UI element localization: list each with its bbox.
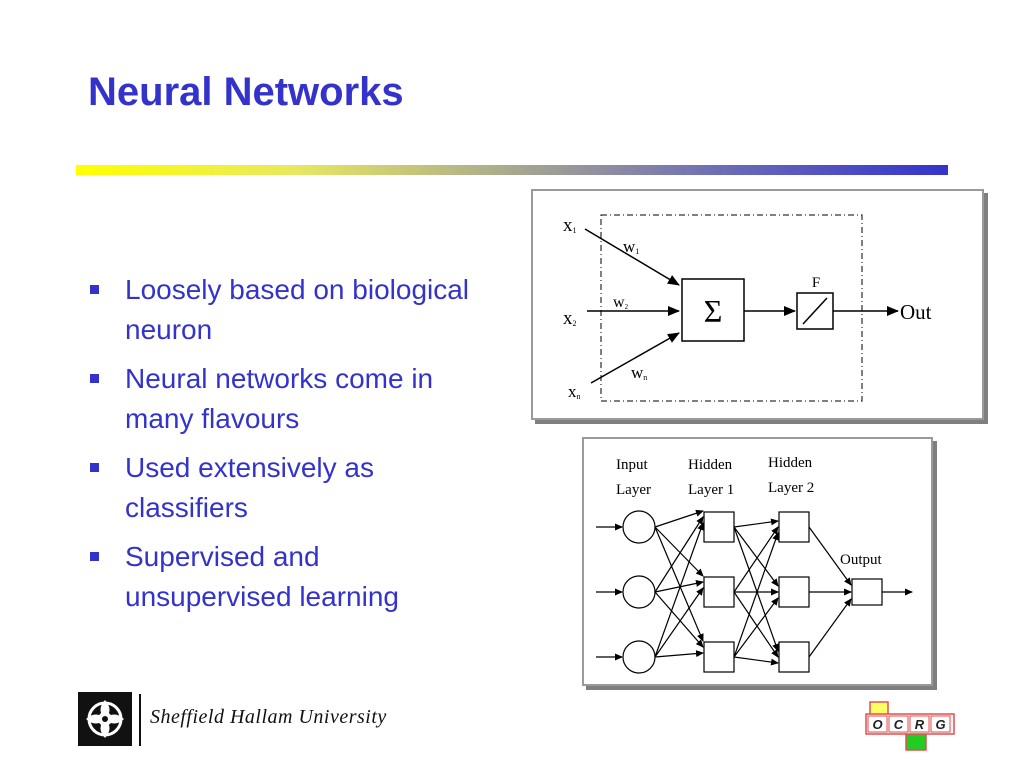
input-to-hidden1-connection (654, 522, 704, 658)
bullet-text: Supervised and unsupervised learning (125, 541, 399, 612)
hidden1-to-hidden2-connection (733, 656, 779, 666)
rose-emblem-icon (86, 700, 124, 738)
input-to-hidden1-connection (654, 526, 704, 642)
summation-node (681, 278, 745, 342)
footer-divider (139, 694, 141, 746)
hidden1-to-hidden2-connection (733, 591, 779, 658)
input-neuron (622, 575, 656, 609)
bullet-item: Supervised and unsupervised learning (88, 537, 478, 617)
bullet-item: Loosely based on biological neuron (88, 270, 478, 350)
input-label-xn: xn (568, 382, 581, 401)
ocrg-letter: G (935, 717, 945, 732)
hidden2-to-output-connection (808, 526, 852, 586)
input-neuron (622, 640, 656, 674)
weight-arrow-w1 (584, 228, 680, 286)
hidden2-neuron (778, 511, 810, 543)
output-label: Out (900, 300, 932, 324)
input-to-hidden1-connection (654, 587, 704, 658)
bullet-square-icon (90, 285, 99, 294)
input-to-hidden1-connection (654, 591, 704, 648)
input-to-hidden1-connection (654, 650, 704, 658)
input-label-x2: x2 (563, 308, 577, 329)
bullet-square-icon (90, 463, 99, 472)
bullet-text: Used extensively as classifiers (125, 452, 375, 523)
hidden2-neuron (778, 576, 810, 608)
hidden1-to-hidden2-connection (733, 518, 779, 528)
hidden2-to-output-connection (808, 598, 852, 658)
bullet-square-icon (90, 374, 99, 383)
layer-label-output: Output (840, 552, 883, 568)
layer-label-hidden1-line1: Hidden (688, 457, 733, 473)
hidden1-to-hidden2-connection (733, 532, 779, 658)
hidden1-to-hidden2-connection (733, 526, 779, 652)
mlp-diagram-panel: Input Layer Hidden Layer 1 Hidden Layer … (582, 437, 933, 686)
hidden1-to-hidden2-connection (733, 526, 779, 593)
ocrg-letter: O (872, 717, 882, 732)
perceptron-diagram-panel: x1 x2 xn w1 w2 wn Σ F Out (531, 189, 984, 420)
layer-label-input-line1: Input (616, 457, 648, 473)
ocrg-letter: R (915, 717, 925, 732)
activation-label: F (812, 275, 820, 291)
bullet-list: Loosely based on biological neuron Neura… (88, 270, 478, 626)
weight-label-w1: w1 (623, 237, 639, 256)
weight-arrow-wn (590, 332, 680, 384)
weight-label-wn: wn (631, 363, 647, 382)
input-label-x1: x1 (563, 215, 577, 236)
activation-ramp-icon (802, 297, 828, 325)
perceptron-diagram: x1 x2 xn w1 w2 wn Σ F Out (563, 214, 932, 402)
input-neuron (622, 510, 656, 544)
bullet-square-icon (90, 552, 99, 561)
bullet-item: Used extensively as classifiers (88, 448, 478, 528)
title-gradient-rule (76, 165, 948, 175)
bullet-item: Neural networks come in many flavours (88, 359, 478, 439)
input-to-hidden1-connection (654, 516, 704, 593)
ocrg-letter: C (894, 717, 904, 732)
layer-label-input-line2: Layer (616, 482, 651, 498)
layer-label-hidden1-line2: Layer 1 (688, 482, 734, 498)
summation-symbol: Σ (704, 293, 723, 329)
hidden1-to-hidden2-connection (733, 526, 779, 587)
layer-label-hidden2-line1: Hidden (768, 455, 813, 471)
layer-label-hidden2-line2: Layer 2 (768, 480, 814, 496)
input-to-hidden1-connection (654, 526, 704, 577)
output-neuron (851, 578, 883, 606)
hidden1-neuron (703, 576, 735, 608)
hidden2-neuron (778, 641, 810, 673)
input-to-hidden1-connection (654, 509, 704, 528)
university-crest-logo (78, 692, 132, 746)
hidden1-neuron (703, 641, 735, 673)
input-to-hidden1-connection (654, 580, 704, 593)
slide-title: Neural Networks (88, 70, 404, 114)
mlp-diagram: Input Layer Hidden Layer 1 Hidden Layer … (596, 455, 913, 674)
hidden1-neuron (703, 511, 735, 543)
ocrg-logo: O C R G (865, 701, 955, 751)
mlp-connections (596, 509, 913, 666)
hidden1-to-hidden2-connection (733, 597, 779, 658)
mlp-nodes (622, 510, 883, 674)
neuron-boundary (600, 214, 863, 402)
bullet-text: Loosely based on biological neuron (125, 274, 470, 345)
weight-label-w2: w2 (613, 294, 629, 311)
university-name: Sheffield Hallam University (150, 706, 387, 728)
bullet-text: Neural networks come in many flavours (125, 363, 434, 434)
